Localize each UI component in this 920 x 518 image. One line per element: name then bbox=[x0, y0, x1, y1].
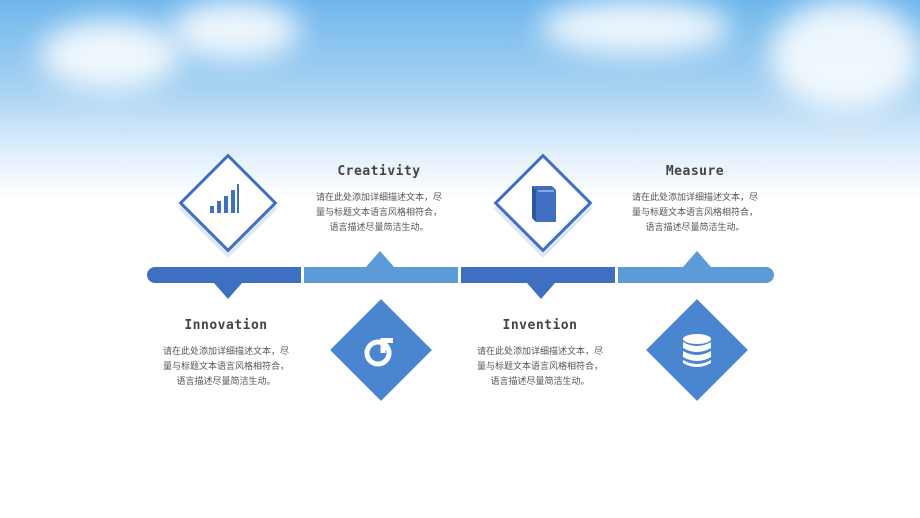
item-title: Creativity bbox=[337, 164, 421, 179]
item-description: 请在此处添加详细描述文本，尽 量与标题文本语言风格相符合， 语言描述尽量简洁生动… bbox=[615, 191, 775, 236]
timeline-segment-3 bbox=[461, 267, 615, 283]
description-line: 量与标题文本语言风格相符合， bbox=[162, 362, 289, 372]
description-line: 量与标题文本语言风格相符合， bbox=[476, 362, 603, 372]
description-line: 请在此处添加详细描述文本，尽 bbox=[476, 347, 603, 357]
timeline-notch-down bbox=[527, 283, 555, 299]
bar-chart-icon bbox=[210, 184, 239, 213]
description-line: 语言描述尽量简洁生动。 bbox=[645, 223, 745, 233]
item-title: Innovation bbox=[184, 318, 268, 333]
timeline-segment-4 bbox=[618, 267, 774, 283]
database-icon bbox=[683, 334, 711, 367]
cloud bbox=[770, 0, 920, 110]
timeline-notch-down bbox=[214, 283, 242, 299]
description-line: 请在此处添加详细描述文本，尽 bbox=[631, 193, 758, 203]
item-description: 请在此处添加详细描述文本，尽 量与标题文本语言风格相符合， 语言描述尽量简洁生动… bbox=[299, 191, 459, 236]
item-description: 请在此处添加详细描述文本，尽 量与标题文本语言风格相符合， 语言描述尽量简洁生动… bbox=[460, 345, 620, 390]
item-title: Invention bbox=[502, 318, 578, 333]
timeline-segment-1 bbox=[147, 267, 301, 283]
description-line: 语言描述尽量简洁生动。 bbox=[329, 223, 429, 233]
timeline-notch-up bbox=[366, 251, 394, 267]
book-icon bbox=[532, 186, 556, 222]
timeline-segment-2 bbox=[304, 267, 458, 283]
description-line: 量与标题文本语言风格相符合， bbox=[631, 208, 758, 218]
cloud bbox=[540, 0, 730, 55]
item-description: 请在此处添加详细描述文本，尽 量与标题文本语言风格相符合， 语言描述尽量简洁生动… bbox=[146, 345, 306, 390]
description-line: 语言描述尽量简洁生动。 bbox=[490, 377, 590, 387]
cloud bbox=[170, 0, 300, 60]
description-line: 请在此处添加详细描述文本，尽 bbox=[162, 347, 289, 357]
item-title: Measure bbox=[665, 164, 725, 179]
cloud bbox=[40, 20, 180, 90]
timeline-notch-up bbox=[683, 251, 711, 267]
description-line: 请在此处添加详细描述文本，尽 bbox=[315, 193, 442, 203]
description-line: 语言描述尽量简洁生动。 bbox=[176, 377, 276, 387]
music-note-icon bbox=[364, 338, 393, 367]
description-line: 量与标题文本语言风格相符合， bbox=[315, 208, 442, 218]
